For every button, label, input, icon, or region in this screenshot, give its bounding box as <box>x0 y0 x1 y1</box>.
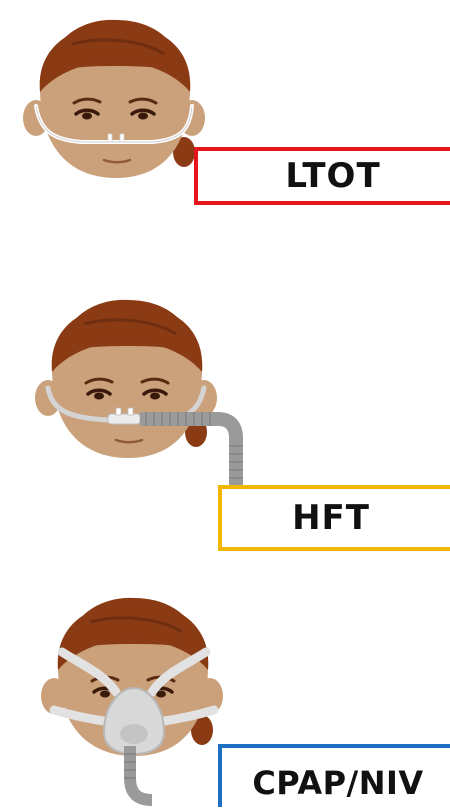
hft-label: HFT <box>292 501 380 535</box>
woman-high-flow-cannula-illustration <box>28 290 248 490</box>
woman-oronasal-mask-illustration <box>34 588 234 810</box>
ltot-label: LTOT <box>267 159 380 193</box>
hft-panel: HFT <box>0 270 450 560</box>
cpap-niv-label: CPAP/NIV <box>248 767 423 799</box>
cpap-niv-label-box: CPAP/NIV <box>218 744 450 807</box>
woman-nasal-cannula-illustration <box>12 10 212 210</box>
hft-label-box: HFT <box>218 485 450 551</box>
cpap-niv-panel: CPAP/NIV <box>0 580 450 807</box>
ltot-label-box: LTOT <box>194 147 450 205</box>
ltot-panel: LTOT <box>0 0 450 240</box>
